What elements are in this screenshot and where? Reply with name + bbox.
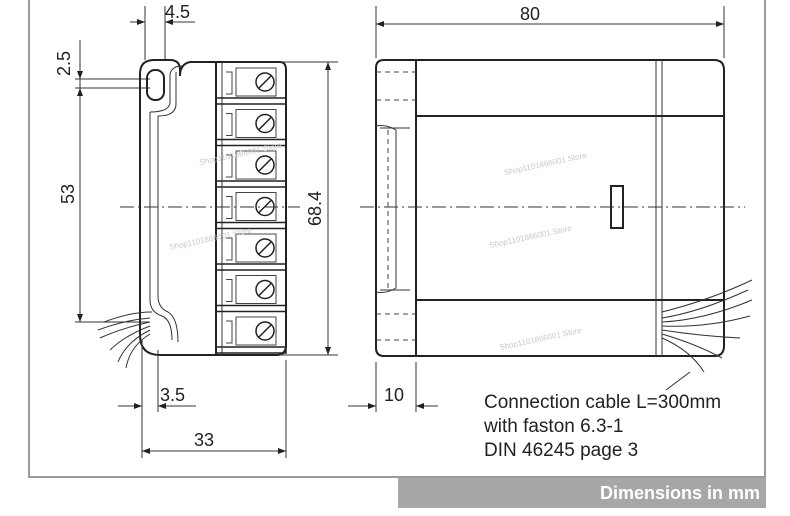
watermark-4: Shop1101866001 Store xyxy=(489,224,574,250)
front-view: 80 xyxy=(348,4,753,412)
terminal-screw xyxy=(215,316,287,354)
side-view: 4.5 2.5 53 68.4 xyxy=(54,2,338,458)
note-line-1: Connection cable L=300mm xyxy=(484,392,721,413)
note-line-3: DIN 46245 page 3 xyxy=(484,440,638,461)
watermark-2: Shop1101866001 Store xyxy=(169,226,254,252)
dim-53: 53 xyxy=(58,184,78,204)
watermark-5: Shop1101866001 Store xyxy=(499,326,584,352)
dim-68-4: 68.4 xyxy=(305,191,325,226)
cable-note: Connection cable L=300mm with faston 6.3… xyxy=(483,392,721,461)
terminal-screw xyxy=(215,67,287,105)
dimensions-footer: Dimensions in mm xyxy=(398,478,766,508)
terminal-screw xyxy=(215,150,287,188)
terminal-screw xyxy=(215,109,287,147)
dim-10: 10 xyxy=(384,385,404,405)
note-line-2: with faston 6.3-1 xyxy=(483,416,623,437)
dim-3-5: 3.5 xyxy=(160,385,185,405)
dim-2-5: 2.5 xyxy=(54,51,74,76)
drawing-frame xyxy=(28,0,766,478)
terminal-screw xyxy=(215,192,287,230)
terminal-screw xyxy=(215,275,287,313)
terminal-screw xyxy=(215,233,287,271)
dim-80: 80 xyxy=(520,4,540,24)
watermark-3: Shop1101866001 Store xyxy=(504,151,589,177)
terminal-strip xyxy=(215,67,287,354)
dim-4-5: 4.5 xyxy=(165,2,190,22)
dim-33: 33 xyxy=(194,430,214,450)
watermark-1: Shop1101866001 Store xyxy=(199,141,284,167)
